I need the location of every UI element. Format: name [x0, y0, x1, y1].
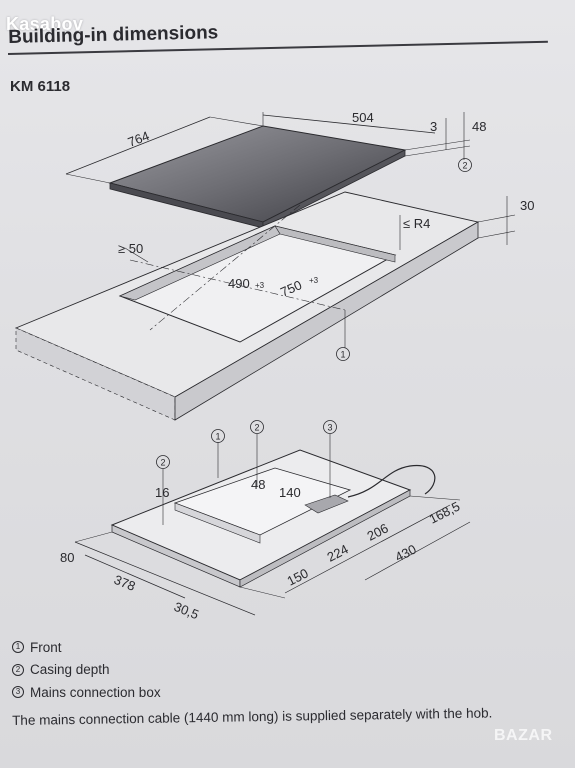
- dim-worktop-30: 30: [520, 198, 534, 213]
- dim-80: 80: [60, 550, 74, 565]
- watermark-bazar: BAZAR: [494, 727, 553, 744]
- dim-radius-r4: ≤ R4: [403, 216, 430, 231]
- hob-top-view: [65, 112, 471, 229]
- dim-cutout-depth-490: 490: [228, 276, 250, 291]
- legend-label: Mains connection box: [30, 684, 161, 700]
- svg-text:1: 1: [215, 432, 220, 442]
- callout-2-top: 2: [458, 158, 472, 172]
- dim-378: 378: [112, 572, 138, 594]
- model-number: KM 6118: [10, 78, 71, 95]
- svg-text:3: 3: [327, 423, 332, 433]
- dim-gap-3: 3: [430, 119, 437, 134]
- dim-width-504: 504: [352, 110, 374, 125]
- callout-1-top: 1: [336, 347, 350, 361]
- dim-cutout-depth-tol: +3: [255, 281, 265, 290]
- dim-height-48: 48: [472, 119, 486, 134]
- svg-text:1: 1: [340, 350, 345, 360]
- hob-underside-view: [74, 434, 471, 616]
- legend-label: Front: [30, 639, 62, 655]
- dim-430: 430: [393, 541, 419, 564]
- legend-label: Casing depth: [30, 662, 110, 678]
- callout-1-bottom: 1: [211, 429, 225, 443]
- svg-text:2: 2: [254, 423, 259, 433]
- dim-depth-764: 764: [126, 128, 152, 150]
- legend-number: 1: [12, 641, 24, 654]
- dim-min-edge-50: ≥ 50: [118, 241, 143, 256]
- dim-48: 48: [251, 477, 265, 492]
- svg-text:2: 2: [462, 161, 467, 171]
- legend-number: 2: [12, 663, 24, 676]
- dim-168-5: 168,5: [427, 499, 463, 527]
- dim-150: 150: [285, 565, 311, 588]
- worktop-cutout-view: [14, 191, 516, 421]
- dim-16: 16: [155, 485, 169, 500]
- dim-140: 140: [279, 485, 301, 500]
- dim-224: 224: [325, 541, 351, 564]
- dim-206: 206: [365, 520, 391, 543]
- callout-2-bottom-left: 2: [156, 455, 170, 469]
- legend-item: 1 Front: [12, 636, 161, 659]
- svg-text:2: 2: [160, 458, 165, 468]
- callout-3-bottom: 3: [323, 420, 337, 434]
- callout-2-bottom-center: 2: [250, 420, 264, 434]
- dim-cutout-width-tol: +3: [309, 276, 319, 285]
- legend-number: 3: [12, 686, 24, 699]
- legend: 1 Front 2 Casing depth 3 Mains connectio…: [12, 636, 161, 704]
- watermark-logo: Kasabov: [6, 14, 84, 34]
- legend-item: 2 Casing depth: [12, 659, 161, 682]
- legend-item: 3 Mains connection box: [12, 681, 161, 704]
- dim-30-5: 30,5: [172, 599, 201, 622]
